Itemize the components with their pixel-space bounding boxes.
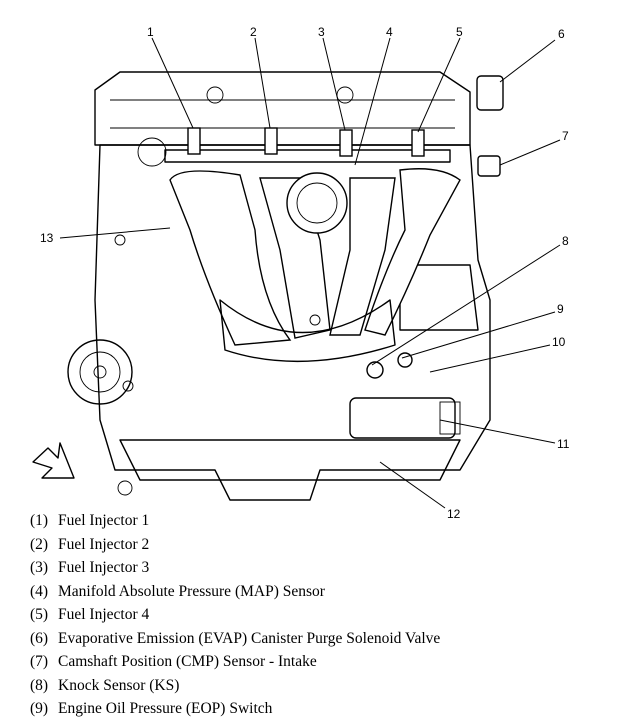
callout-4: 4 [386,25,393,39]
legend-item-text: Manifold Absolute Pressure (MAP) Sensor [58,582,325,600]
legend-item: (4) Manifold Absolute Pressure (MAP) Sens… [30,580,440,604]
legend-item-number: (8) [30,676,49,694]
legend-item: (1) Fuel Injector 1 [30,509,440,533]
legend-item: (5) Fuel Injector 4 [30,603,440,627]
legend-item: (8) Knock Sensor (KS) [30,674,440,698]
legend-item-text: Fuel Injector 3 [58,559,150,576]
callout-9: 9 [557,302,564,316]
legend-item-number: (6) [30,629,49,647]
callout-12: 12 [447,507,461,521]
callout-3: 3 [318,25,325,39]
callout-8: 8 [562,234,569,248]
legend-item: (3) Fuel Injector 3 [30,556,440,580]
component-legend: (1) Fuel Injector 1 (2) Fuel Injector 2 (3… [30,509,440,721]
legend-item-number: (1) [30,512,49,529]
legend-item: (2) Fuel Injector 2 [30,533,440,557]
legend-item-number: (5) [30,606,49,623]
legend-item-number: (7) [30,653,49,670]
callout-6: 6 [558,27,565,41]
legend-item-number: (9) [30,700,49,717]
legend-item: (6) Evaporative Emission (EVAP) Canister … [30,627,440,651]
legend-item-number: (4) [30,582,49,600]
callout-2: 2 [250,25,257,39]
legend-item-text: Evaporative Emission (EVAP) Canister Pur… [58,629,441,647]
callout-11: 11 [557,437,570,451]
callout-labels: 1 2 3 4 5 6 7 8 9 10 11 12 13 [40,25,570,521]
legend-item-number: (3) [30,559,49,576]
legend-item-text: Knock Sensor (KS) [58,676,180,694]
legend-item-text: Fuel Injector 2 [58,535,150,553]
callout-7: 7 [562,129,569,143]
legend-item-text: Fuel Injector 1 [58,512,150,529]
callout-1: 1 [147,25,154,39]
callout-13: 13 [40,231,54,245]
engine-component-diagram: 1 2 3 4 5 6 7 8 9 10 11 12 13 [32,25,570,521]
callout-leaders [59,37,561,509]
legend-item-number: (2) [30,535,49,553]
legend-item: (9) Engine Oil Pressure (EOP) Switch [30,697,440,721]
legend-item: (7) Camshaft Position (CMP) Sensor - Inta… [30,650,440,674]
legend-item-text: Camshaft Position (CMP) Sensor - Intake [58,653,317,670]
legend-item-text: Engine Oil Pressure (EOP) Switch [58,700,273,717]
engine-illustration [32,71,504,501]
callout-10: 10 [552,335,566,349]
callout-5: 5 [456,25,463,39]
legend-item-text: Fuel Injector 4 [58,606,150,623]
